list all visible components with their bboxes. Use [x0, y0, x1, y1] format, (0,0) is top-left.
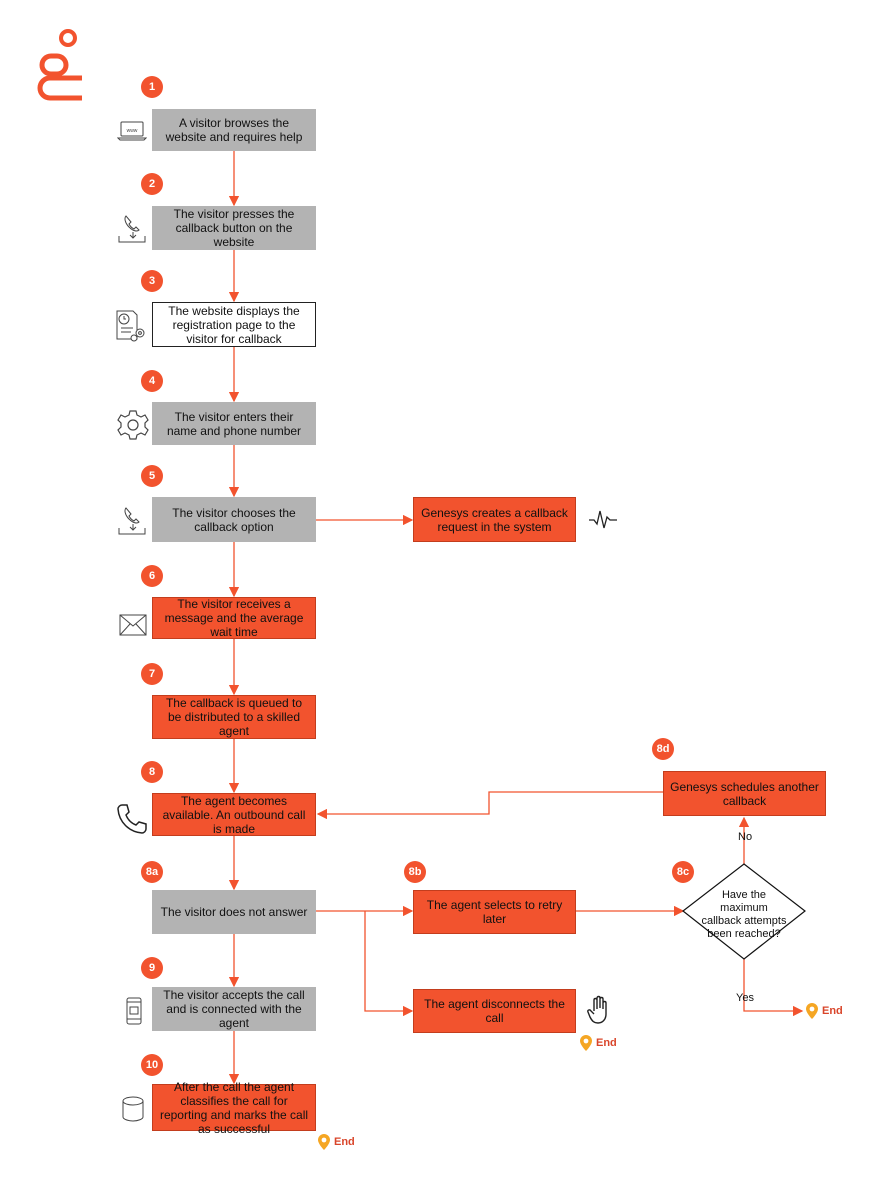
step-9-box: The visitor accepts the call and is conn…	[152, 987, 316, 1031]
step-10-box: After the call the agent classifies the …	[152, 1080, 316, 1136]
step-5-box: The visitor chooses the callback option	[152, 497, 316, 542]
arrow-8c-end	[743, 959, 804, 1017]
end-marker-10: End	[318, 1134, 355, 1150]
step-3-box: The website displays the registration pa…	[152, 302, 316, 347]
step-8a-box: The visitor does not answer	[152, 890, 316, 934]
phone-callback-icon	[118, 215, 146, 243]
step-10-badge: 10	[141, 1054, 163, 1076]
step-9-badge: 9	[141, 957, 163, 979]
step-5b-box: Genesys creates a callback request in th…	[413, 497, 576, 542]
step-1-box: A visitor browses the website and requir…	[152, 109, 316, 151]
arrow-8d-8	[316, 791, 663, 820]
location-pin-icon	[318, 1134, 330, 1150]
step-3-badge: 3	[141, 270, 163, 292]
envelope-icon	[119, 614, 147, 636]
step-4-box: The visitor enters their name and phone …	[152, 402, 316, 445]
step-8a-badge: 8a	[141, 861, 163, 883]
phone-callback-icon	[118, 507, 146, 535]
svg-text:www: www	[127, 128, 138, 134]
step-4-badge: 4	[141, 370, 163, 392]
step-8b-badge: 8b	[404, 861, 426, 883]
step-1-badge: 1	[141, 76, 163, 98]
database-icon	[122, 1096, 144, 1122]
phone-icon	[117, 804, 147, 834]
end-label: End	[822, 1005, 843, 1017]
location-pin-icon	[806, 1003, 818, 1019]
yes-label: Yes	[736, 992, 754, 1004]
hand-stop-icon	[587, 995, 607, 1024]
step-8d-badge: 8d	[652, 738, 674, 760]
location-pin-icon	[580, 1035, 592, 1051]
step-2-box: The visitor presses the callback button …	[152, 206, 316, 250]
step-2-badge: 2	[141, 173, 163, 195]
step-8b2-box: The agent disconnects the call	[413, 989, 576, 1033]
document-settings-icon	[116, 310, 145, 342]
genesys-logo	[37, 29, 82, 101]
laptop-www-icon: www	[117, 121, 147, 141]
step-8c-badge: 8c	[672, 861, 694, 883]
step-8b-box: The agent selects to retry later	[413, 890, 576, 934]
mobile-icon	[126, 997, 142, 1025]
step-8-badge: 8	[141, 761, 163, 783]
end-label: End	[334, 1136, 355, 1148]
gear-icon	[117, 410, 149, 440]
end-marker-8b2: End	[580, 1035, 617, 1051]
arrow-8a-8b2	[364, 911, 414, 1017]
end-label: End	[596, 1037, 617, 1049]
pulse-icon	[589, 510, 617, 529]
step-6-box: The visitor receives a message and the a…	[152, 597, 316, 639]
step-7-box: The callback is queued to be distributed…	[152, 695, 316, 739]
step-7-badge: 7	[141, 663, 163, 685]
step-6-badge: 6	[141, 565, 163, 587]
step-8-box: The agent becomes available. An outbound…	[152, 793, 316, 836]
decision-diamond	[682, 863, 806, 960]
no-label: No	[738, 831, 753, 843]
end-marker-8c: End	[806, 1003, 843, 1019]
step-8d-box: Genesys schedules another callback	[663, 771, 826, 816]
decision-text: Have the maximum callback attempts been …	[701, 889, 787, 940]
step-5-badge: 5	[141, 465, 163, 487]
